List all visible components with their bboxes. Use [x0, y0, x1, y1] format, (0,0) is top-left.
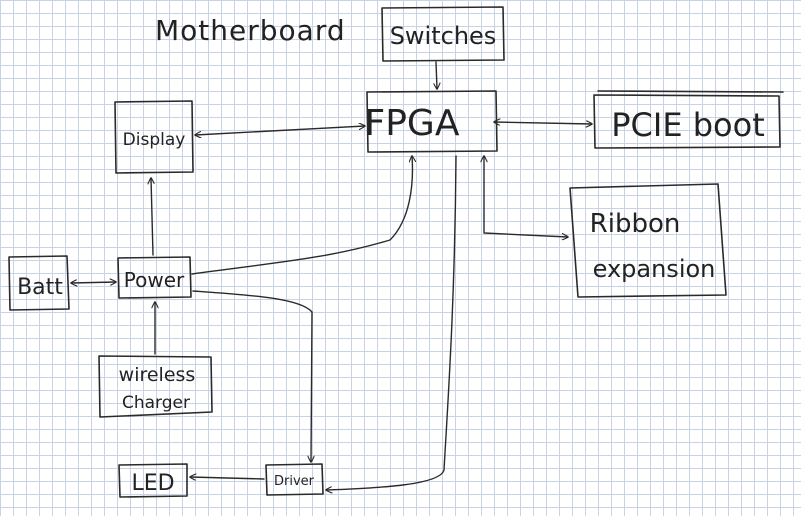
power-label: Power	[124, 268, 185, 292]
arrow-power-to-driver	[192, 290, 312, 462]
arrow-switches-to-fpga	[436, 61, 437, 89]
arrow-fpga-to-driver	[326, 155, 457, 490]
arrow-batt-power	[71, 282, 116, 283]
driver-node: Driver	[265, 463, 324, 496]
arrow-fpga-ribbon	[484, 155, 568, 237]
switches-label: Switches	[390, 22, 497, 50]
ribbon-label-line1: Ribbon	[590, 209, 681, 239]
batt-node: Batt	[8, 255, 70, 311]
fpga-label: FPGA	[365, 103, 460, 144]
charger-label-line2: Charger	[122, 393, 190, 413]
led-node: LED	[118, 463, 188, 498]
arrow-power-to-display	[151, 178, 153, 256]
fpga-node: FPGA	[365, 90, 498, 153]
ribbon-label-line2: expansion	[593, 255, 716, 283]
switches-node: Switches	[381, 6, 505, 62]
batt-label: Batt	[17, 275, 63, 300]
display-node: Display	[114, 100, 194, 174]
arrow-power-to-fpga	[191, 156, 412, 275]
pcie-boot-label: PCIE boot	[611, 106, 764, 144]
led-label: LED	[131, 471, 174, 496]
arrow-display-fpga	[195, 126, 365, 135]
display-label: Display	[123, 130, 186, 150]
diagram-title: Motherboard	[155, 14, 346, 47]
arrow-driver-to-led	[190, 477, 265, 479]
driver-label: Driver	[274, 474, 315, 489]
charger-label-line1: wireless	[119, 364, 196, 386]
wireless-charger-node: wireless Charger	[98, 355, 213, 418]
ribbon-expansion-node: Ribbon expansion	[569, 183, 727, 298]
power-node: Power	[117, 256, 192, 299]
pcie-boot-node: PCIE boot	[593, 90, 784, 149]
arrow-fpga-pcie	[494, 122, 592, 124]
